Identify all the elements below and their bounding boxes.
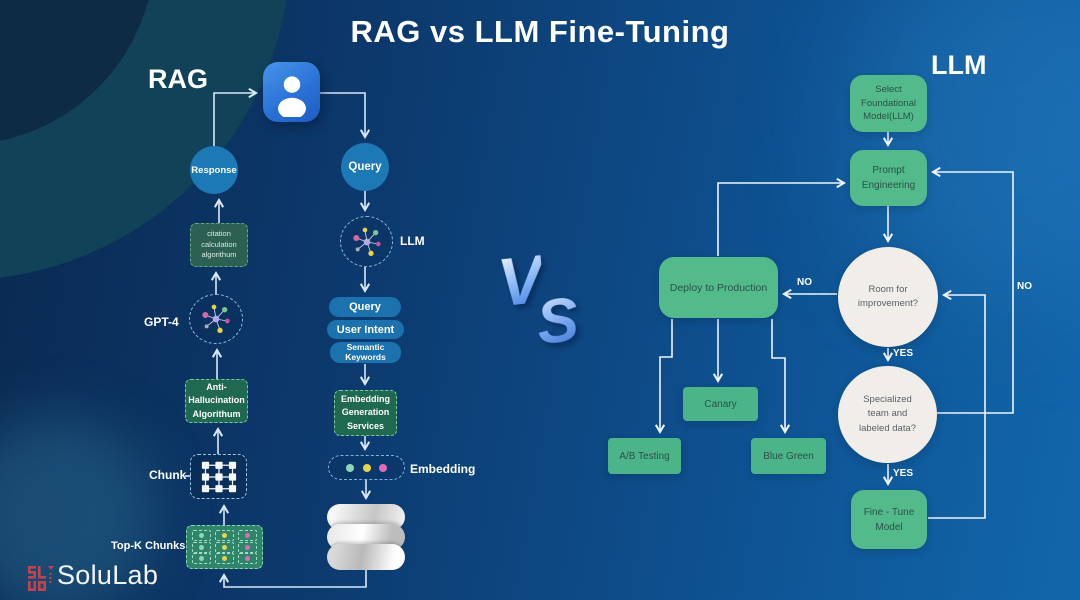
- topk-row: [192, 553, 257, 565]
- network-icon: [202, 304, 230, 333]
- llm-heading: LLM: [931, 50, 987, 80]
- citation-algorithm-box: citation calculation algorithum: [190, 223, 248, 267]
- user-intent-pill: User Intent: [327, 320, 404, 339]
- gpt4-label: GPT-4: [144, 315, 179, 329]
- user-icon: [263, 62, 320, 122]
- rag-wires: [185, 93, 366, 588]
- gpt4-node: [189, 294, 243, 344]
- blue-green-box: Blue Green: [751, 438, 826, 474]
- prompt-engineering-box: Prompt Engineering: [850, 150, 927, 206]
- topk-label: Top-K Chunks: [111, 540, 186, 552]
- query-circle: Query: [341, 143, 389, 191]
- embedding-dot: [379, 463, 388, 472]
- embedding-vector-pill: [328, 455, 405, 480]
- response-circle: Response: [190, 146, 238, 194]
- chunk-grid-icon: [201, 461, 236, 492]
- rag-heading: RAG: [148, 64, 208, 94]
- embedding-dot: [345, 463, 354, 472]
- topk-row: [192, 541, 257, 553]
- llm-wires: [660, 132, 1014, 519]
- embedding-label: Embedding: [410, 462, 476, 476]
- network-icon: [352, 227, 381, 256]
- specialized-team-decision: Specialized team and labeled data?: [838, 366, 937, 463]
- canary-box: Canary: [683, 387, 758, 421]
- embedding-generation-box: Embedding Generation Services: [334, 390, 397, 436]
- query-pill: Query: [329, 297, 401, 317]
- embedding-dot: [362, 463, 371, 472]
- anti-hallucination-box: Anti- Hallucination Algorithum: [185, 379, 248, 423]
- edge-label-no: NO: [1017, 281, 1032, 292]
- page-title: RAG vs LLM Fine-Tuning: [350, 14, 730, 49]
- semantic-keywords-pill: Semantic Keywords: [330, 342, 401, 363]
- database-icon: [327, 504, 405, 570]
- llm-network-node: [340, 216, 393, 267]
- chunk-node: [190, 454, 247, 499]
- brand-wordmark: SoluLab: [57, 560, 159, 590]
- topk-row: [192, 529, 257, 541]
- room-for-improvement-decision: Room for improvement?: [838, 247, 938, 347]
- llm-node-label: LLM: [400, 234, 425, 248]
- vs-letter-s: S: [533, 285, 582, 358]
- ab-testing-box: A/B Testing: [608, 438, 681, 474]
- select-foundational-model-box: Select Foundational Model(LLM): [850, 75, 927, 132]
- topk-chunks-box: [186, 525, 263, 569]
- chunk-label: Chunk: [149, 468, 187, 482]
- solulab-logo-mark: [28, 566, 54, 591]
- deploy-to-production-box: Deploy to Production: [659, 257, 778, 318]
- person-glyph: [277, 76, 306, 117]
- fine-tune-model-box: Fine - Tune Model: [851, 490, 927, 549]
- edge-label-yes: YES: [893, 348, 914, 359]
- edge-label-yes: YES: [893, 468, 914, 479]
- edge-label-no: NO: [797, 277, 812, 288]
